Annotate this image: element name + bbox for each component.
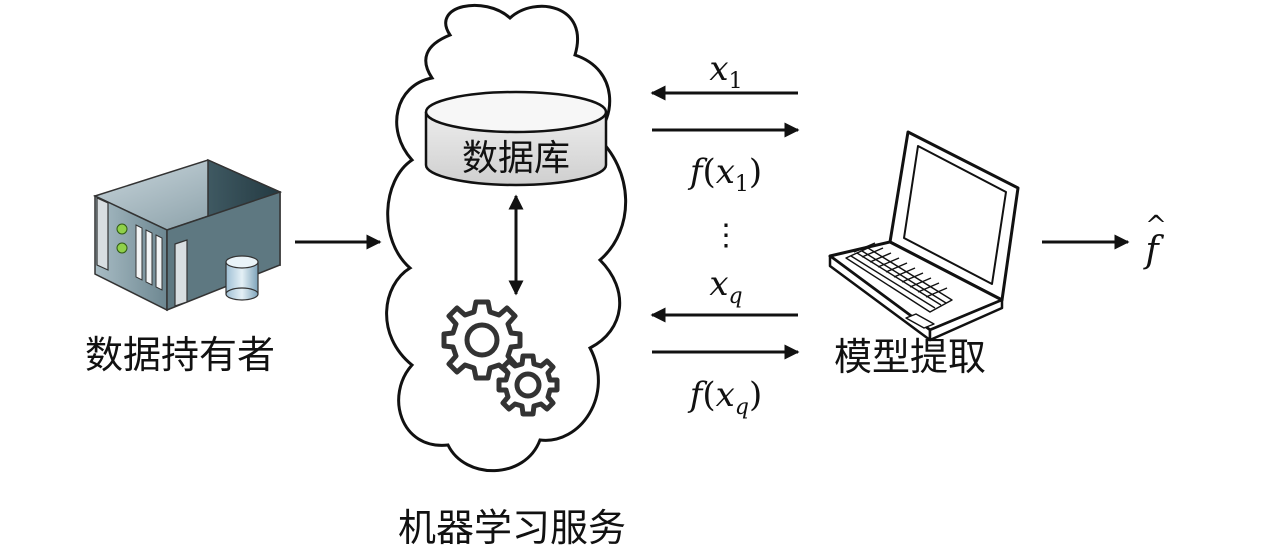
server-icon bbox=[92, 158, 283, 312]
model-extraction-label: 模型提取 bbox=[834, 335, 986, 379]
f-hat-accent: ^ bbox=[1145, 211, 1167, 241]
server-disk-icon bbox=[225, 255, 259, 301]
small-gear-icon bbox=[496, 353, 560, 417]
query-ellipsis: ⋮ bbox=[711, 218, 741, 253]
database-label: 数据库 bbox=[462, 138, 570, 179]
response-fxq-label: f(xq) bbox=[687, 375, 762, 420]
database-icon bbox=[424, 90, 608, 187]
query-xq-label: xq bbox=[709, 264, 742, 309]
query-x1-label: x1 bbox=[709, 49, 742, 94]
extracted-model-f-hat: f ^ bbox=[1142, 211, 1167, 271]
response-fx1-label: f(x1) bbox=[687, 152, 762, 197]
gears-icon bbox=[441, 299, 560, 417]
laptop-icon bbox=[828, 130, 1020, 342]
large-gear-icon bbox=[441, 299, 523, 381]
data-owner-label: 数据持有者 bbox=[85, 333, 275, 377]
ml-service-label: 机器学习服务 bbox=[398, 506, 626, 550]
query-exchange: x1 f(x1) ⋮ xq f(xq) bbox=[650, 49, 800, 420]
